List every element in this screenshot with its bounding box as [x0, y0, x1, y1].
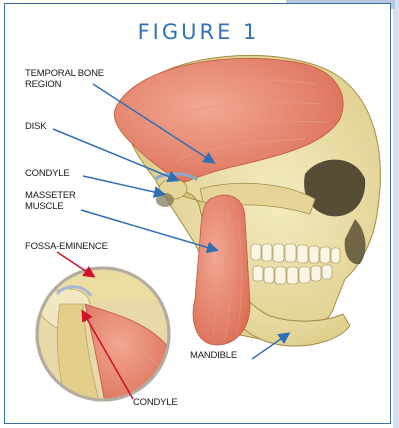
- joint-magnified-inset: [35, 268, 175, 404]
- label-disk: DISK: [25, 121, 46, 132]
- label-mandible: MANDIBLE: [190, 350, 237, 361]
- page-edge-strip: [393, 0, 399, 428]
- label-condyle-upper: CONDYLE: [25, 168, 70, 179]
- figure-frame: FIGURE 1: [4, 3, 391, 424]
- label-condyle-lower: CONDYLE: [133, 397, 178, 408]
- label-fossa-eminence: FOSSA-EMINENCE: [25, 241, 108, 252]
- anatomy-illustration: [5, 4, 391, 424]
